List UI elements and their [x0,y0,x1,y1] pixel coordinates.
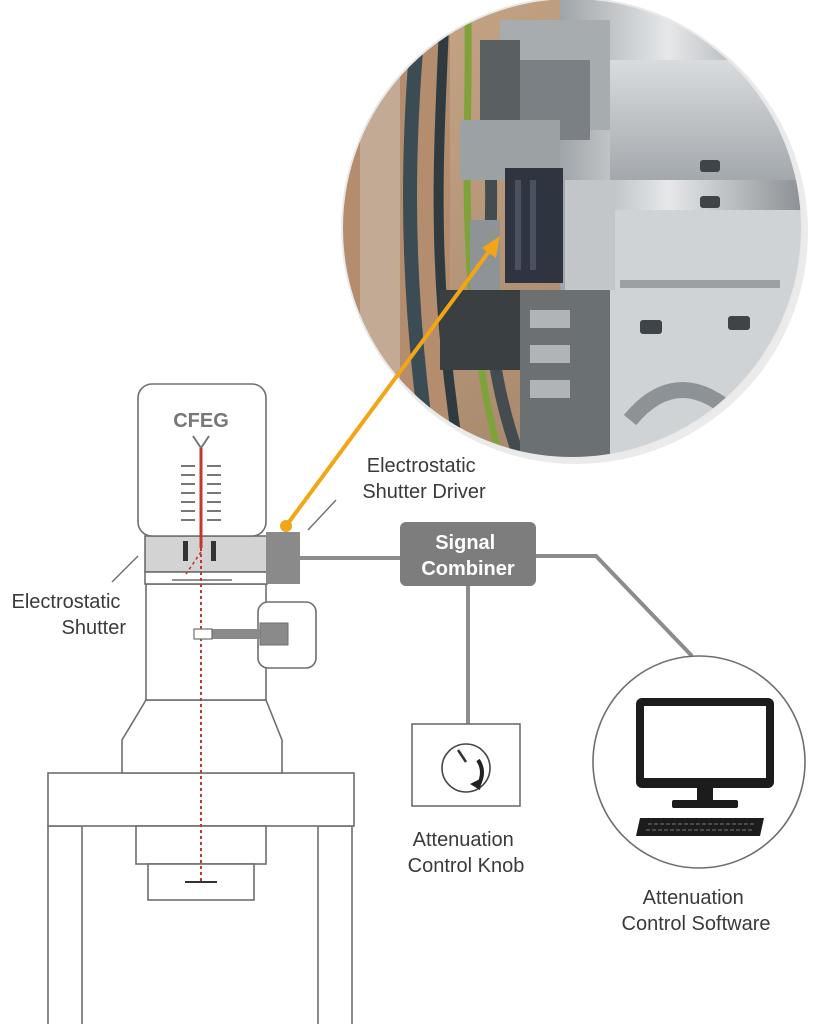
column-body [145,583,267,701]
signal-combiner-label: Signal Combiner [421,532,515,580]
software-label: Attenuation Control Software [622,887,771,935]
shutter-label: Electrostatic Shutter [12,591,127,639]
microscope-photo-inset [341,0,808,464]
photo-connector-arrowhead [482,236,500,258]
signal-combiner-box [400,522,536,586]
knob-label: Attenuation Control Knob [408,829,525,877]
photo-connector-line [284,248,492,528]
monitor-icon [636,698,774,808]
keyboard-icon [636,818,764,836]
electrostatic-shutter-driver-box [266,532,300,584]
left-leg [47,825,83,1024]
cfeg-label: CFEG [173,410,229,432]
gun-electrode-ticks [181,465,221,521]
shutter-leader-line [111,555,139,583]
combiner-to-software-line [536,554,694,658]
driver-leader-line [307,499,337,531]
knob-rotation-icon [441,743,491,793]
right-leg [317,825,353,1024]
photo-connector-dot [280,520,292,532]
driver-label: Electrostatic Shutter Driver [362,455,486,503]
electrostatic-shutter-band [144,535,268,573]
microscope-column: CFEG [47,383,355,1024]
